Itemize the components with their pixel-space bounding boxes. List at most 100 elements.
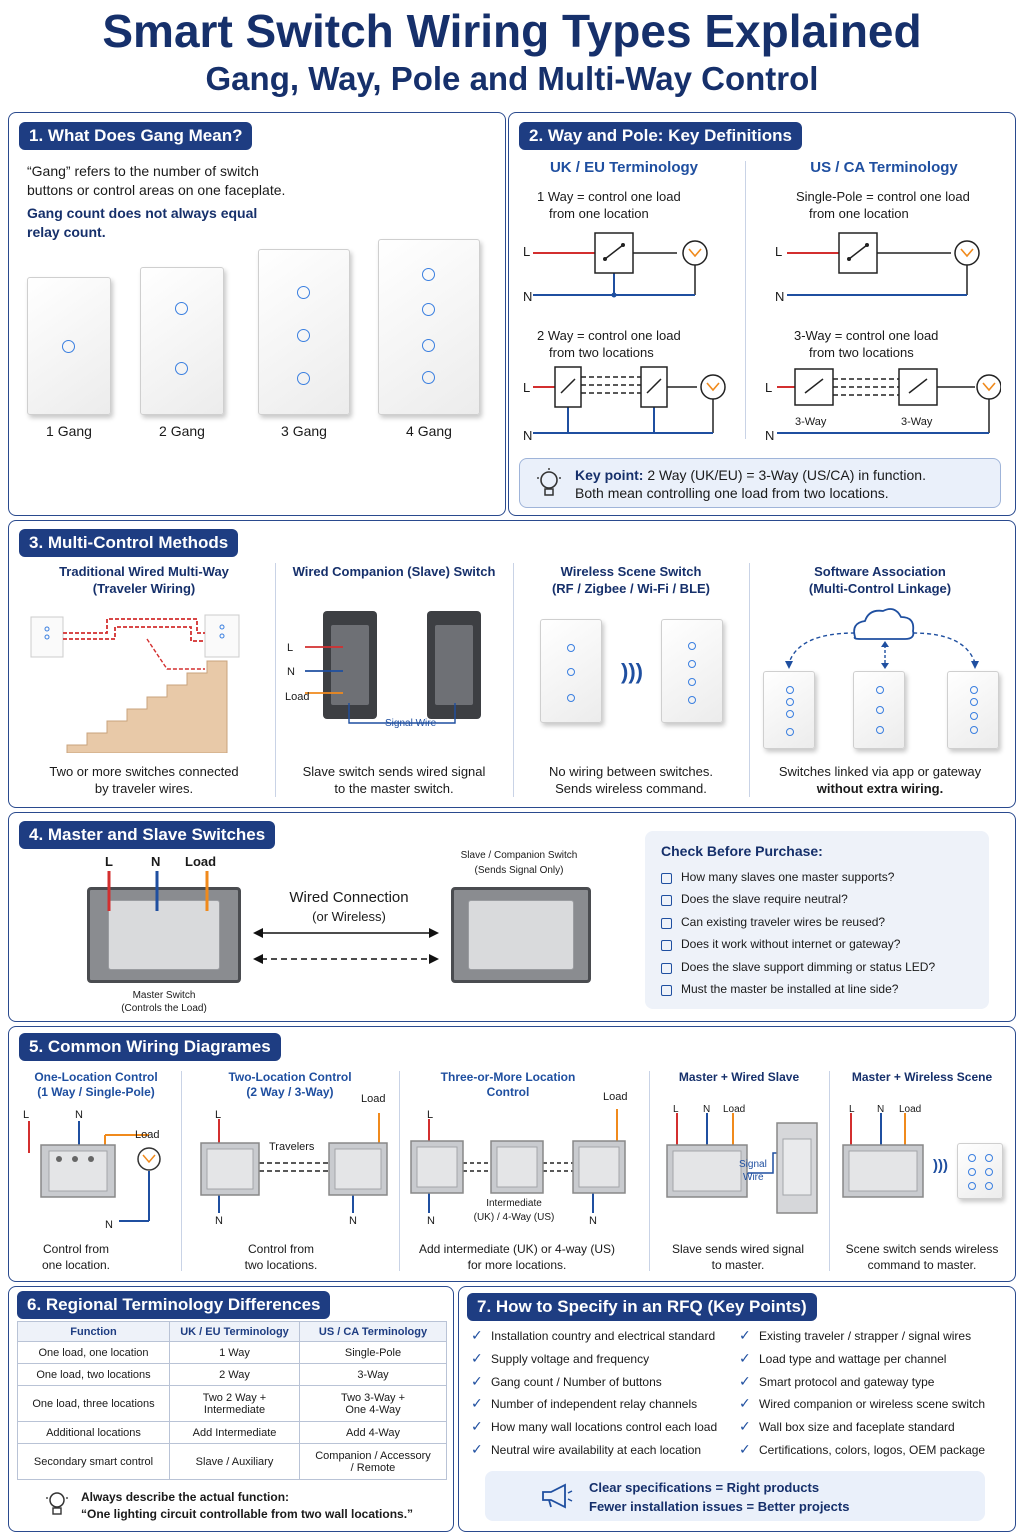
live-label: L — [287, 642, 294, 654]
rfq-item: Existing traveler / strapper / signal wi… — [759, 1329, 972, 1343]
gang-label: 2 Gang — [159, 423, 205, 439]
section-title: 6. Regional Terminology Differences — [17, 1291, 331, 1319]
linked-switch — [947, 671, 999, 749]
two-gang-switch — [140, 267, 224, 415]
touch-button-icon — [297, 372, 310, 385]
rfq-item: Installation country and electrical stan… — [491, 1329, 716, 1343]
table-cell: Add 4-Way — [299, 1421, 447, 1444]
neutral-label: N — [775, 289, 785, 304]
load-label: Load — [603, 1091, 628, 1103]
checklist-item: Can existing traveler wires be reused? — [681, 915, 886, 929]
load-label: Load — [135, 1129, 160, 1141]
live-label: L — [849, 1104, 855, 1115]
cloud-icon — [853, 608, 915, 640]
diagram-subtitle: (1 Way / Single-Pole) — [37, 1085, 155, 1099]
table-cell: Add Intermediate — [169, 1421, 300, 1444]
method-title: Wireless Scene Switch — [560, 564, 702, 579]
method-subtitle: (Multi-Control Linkage) — [808, 581, 952, 596]
table-row: Secondary smart control Slave / Auxiliar… — [17, 1443, 447, 1480]
checklist-item: Does it work without internet or gateway… — [681, 937, 901, 951]
rfq-item: Gang count / Number of buttons — [491, 1375, 662, 1389]
signal-wire-label: Signal — [739, 1159, 767, 1170]
section-gang: 1. What Does Gang Mean? “Gang” refers to… — [8, 112, 506, 516]
table-header: UK / EU Terminology — [169, 1321, 300, 1342]
method-desc: Sends wireless command. — [555, 781, 707, 796]
key-point-line: Key point: 2 Way (UK/EU) = 3-Way (US/CA)… — [575, 467, 926, 484]
master-switch-back — [87, 887, 241, 983]
section-title: 2. Way and Pole: Key Definitions — [519, 122, 802, 150]
neutral-label: N — [427, 1215, 435, 1227]
diagram-title: Three-or-More Location — [440, 1070, 576, 1084]
method-title: Traditional Wired Multi-Way — [59, 564, 229, 579]
gang-label: 4 Gang — [406, 423, 452, 439]
table-row: One load, three locations Two 2 Way + In… — [17, 1385, 447, 1422]
diagram-caption: Control from — [247, 1242, 315, 1256]
diagram-caption: Slave sends wired signal — [671, 1242, 805, 1256]
us-sp-diagram — [787, 232, 980, 296]
live-label: L — [523, 244, 531, 259]
table-cell: Companion / Accessory / Remote — [299, 1443, 447, 1480]
one-location-diagram — [28, 1121, 161, 1222]
checklist-item: Does the slave require neutral? — [681, 892, 848, 906]
divider — [829, 1071, 830, 1271]
load-label: Load — [899, 1104, 922, 1115]
page-title: Smart Switch Wiring Types Explained — [102, 5, 922, 57]
lightbulb-icon — [537, 468, 561, 496]
table-cell: Single-Pole — [299, 1341, 447, 1364]
method-subtitle: (Traveler Wiring) — [92, 581, 196, 596]
rfq-item: Number of independent relay channels — [491, 1397, 698, 1411]
method-desc: to the master switch. — [334, 781, 454, 796]
touch-button-icon — [422, 303, 435, 316]
uk-1way-line: from one location — [549, 206, 649, 221]
three-gang-switch — [258, 249, 350, 415]
diagram-caption: command to master. — [867, 1258, 977, 1272]
neutral-label: N — [151, 854, 161, 869]
table-cell: One load, two locations — [17, 1363, 170, 1386]
neutral-label: N — [287, 666, 295, 678]
table-cell: Secondary smart control — [17, 1443, 170, 1480]
method-desc: without extra wiring. — [816, 781, 944, 796]
two-location-diagram — [200, 1113, 388, 1213]
connection-arrows — [253, 928, 439, 964]
master-caption: (Controls the Load) — [121, 1003, 207, 1014]
master-caption: Master Switch — [132, 990, 196, 1001]
neutral-label: N — [765, 428, 775, 443]
diagram-title: Master + Wired Slave — [678, 1070, 800, 1084]
gang-desc-line: “Gang” refers to the number of switch — [27, 163, 259, 179]
gang-desc-line: buttons or control areas on one faceplat… — [27, 182, 286, 198]
slave-switch-back — [427, 611, 481, 719]
table-header: US / CA Terminology — [299, 1321, 447, 1342]
gang-label: 1 Gang — [46, 423, 92, 439]
table-cell: Two 3-Way + One 4-Way — [299, 1385, 447, 1422]
section-multi-control: 3. Multi-Control Methods Traditional Wir… — [8, 520, 1016, 808]
table-cell: 3-Way — [299, 1363, 447, 1386]
method-subtitle: (RF / Zigbee / Wi-Fi / BLE) — [551, 581, 711, 596]
terminology-table: Function UK / EU Terminology US / CA Ter… — [17, 1321, 447, 1480]
wireless-signal-icon: ))) — [621, 659, 643, 684]
touch-button-icon — [422, 371, 435, 384]
key-point-box: Key point: 2 Way (UK/EU) = 3-Way (US/CA)… — [519, 458, 1001, 508]
neutral-label: N — [215, 1215, 223, 1227]
checklist-item: How many slaves one master supports? — [681, 870, 895, 884]
key-point-text: 2 Way (UK/EU) = 3-Way (US/CA) in functio… — [647, 467, 926, 483]
section-title: 5. Common Wiring Diagrames — [19, 1033, 281, 1061]
three-way-label: 3-Way — [901, 416, 933, 428]
table-row: Additional locations Add Intermediate Ad… — [17, 1421, 447, 1444]
diagram-caption: for more locations. — [467, 1258, 567, 1272]
diagram-title: Two-Location Control — [228, 1070, 352, 1084]
intermediate-label: (UK) / 4-Way (US) — [473, 1212, 555, 1223]
live-label: L — [673, 1104, 679, 1115]
tip-line: “One lighting circuit controllable from … — [81, 1507, 414, 1521]
uk-heading: UK / EU Terminology — [549, 159, 699, 176]
purchase-checklist: Check Before Purchase: How many slaves o… — [645, 831, 989, 1009]
load-label: Load — [361, 1093, 386, 1105]
section-way-pole: 2. Way and Pole: Key Definitions UK / EU… — [508, 112, 1016, 516]
divider — [745, 161, 746, 439]
diagram-caption: Control from — [42, 1242, 110, 1256]
gang-note-line: Gang count does not always equal — [27, 205, 258, 221]
diagram-subtitle: Control — [486, 1085, 530, 1099]
slave-switch-back — [451, 887, 591, 983]
rfq-item: Load type and wattage per channel — [759, 1352, 947, 1366]
us-heading: US / CA Terminology — [810, 159, 958, 176]
cloud-linkage — [785, 608, 979, 669]
